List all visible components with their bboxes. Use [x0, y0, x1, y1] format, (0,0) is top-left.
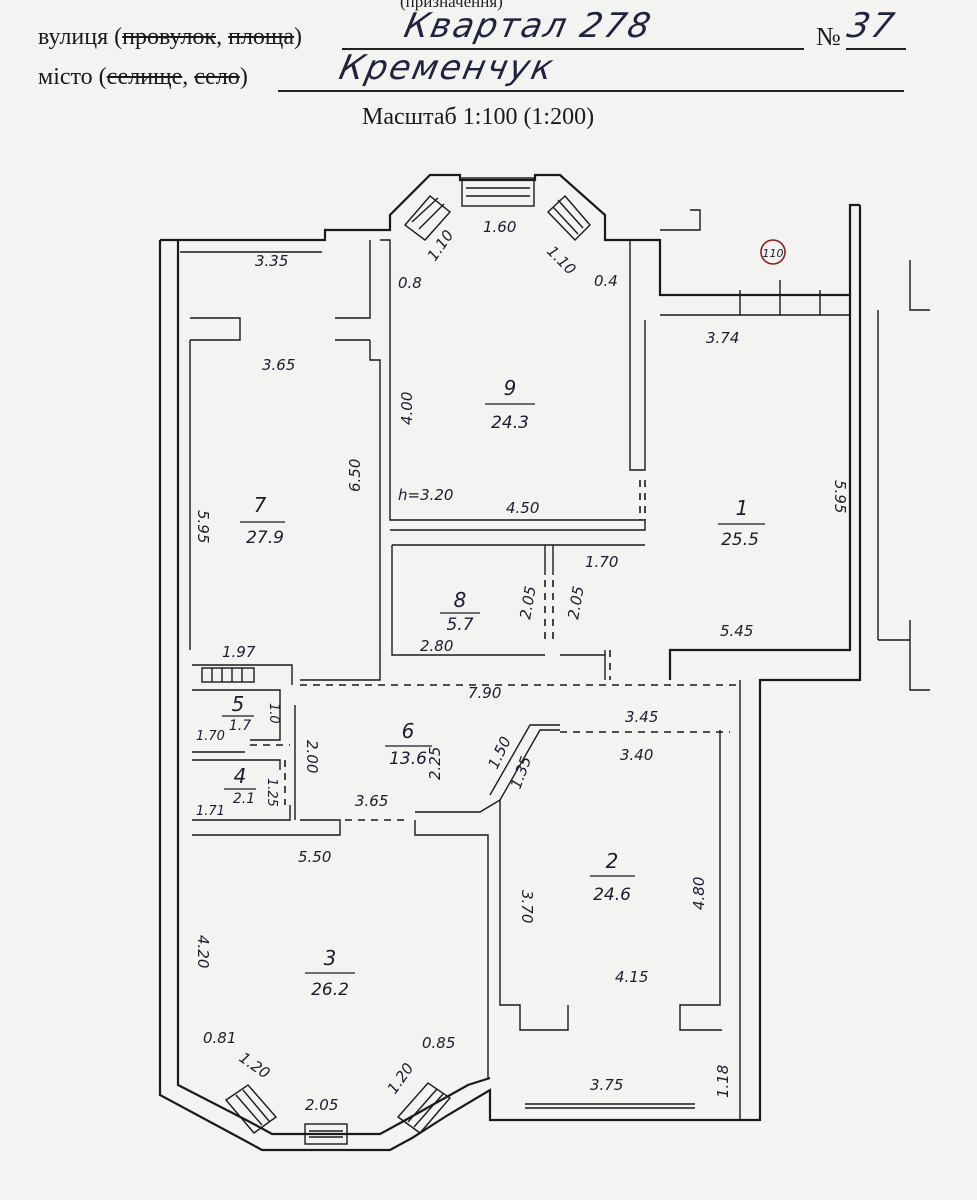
scale-label: Масштаб 1:100 (1:200) [362, 104, 595, 130]
dimension-label: 3.75 [590, 1076, 623, 1094]
dimension-label: 0.85 [422, 1034, 455, 1052]
dimension-label: 3.40 [620, 746, 653, 764]
dimension-label: 1.25 [264, 778, 279, 807]
dimension-label: 1.70 [196, 729, 225, 744]
struck-option: провулок [122, 24, 217, 50]
dimension-label: 1.20 [384, 1060, 418, 1098]
dimension-label: 0.8 [398, 274, 422, 292]
dimension-label: 1.71 [196, 804, 225, 819]
dimension-label: 5.95 [194, 510, 212, 543]
street-underline [342, 48, 804, 50]
number-label: № [816, 22, 841, 51]
room-6-number: 6 [402, 719, 415, 743]
dimension-label: 5.50 [298, 848, 331, 866]
header-caption: (призначення) [400, 0, 503, 11]
dimension-label: 1.10 [543, 242, 579, 278]
dimension-label: 2.05 [516, 585, 540, 621]
dimension-label: h=3.20 [398, 486, 453, 504]
struck-option: площа [228, 24, 295, 50]
dimension-label: 1.20 [236, 1049, 274, 1083]
dimension-label: 3.35 [255, 252, 288, 270]
interior-walls [189, 239, 741, 1120]
dimension-label: 5.45 [720, 622, 753, 640]
dimension-label: 4.80 [690, 877, 708, 910]
room-5-area: 1.7 [229, 718, 251, 734]
window-bay-bottom [224, 1082, 695, 1145]
room-1-number: 1 [736, 496, 749, 520]
dimension-label: 2.05 [564, 585, 588, 621]
dimension-label: 4.15 [615, 968, 648, 986]
street-label: вулиця (провулок, площа) [38, 24, 303, 50]
room-4-area: 2.1 [233, 791, 255, 807]
dimension-label: 5.95 [831, 480, 849, 513]
dimension-label: 7.90 [468, 684, 501, 702]
room-3-area: 26.2 [311, 980, 349, 1000]
room-8-number: 8 [454, 588, 467, 612]
room-2-area: 24.6 [593, 885, 631, 905]
dimension-label: 1.60 [483, 218, 516, 236]
room-8-area: 5.7 [446, 615, 473, 635]
dimension-label: 4.00 [398, 392, 416, 425]
marker-110: 110 [760, 239, 786, 265]
room-6-area: 13.6 [389, 749, 427, 769]
dimension-label: 3.45 [625, 708, 658, 726]
struck-option: село [194, 64, 240, 90]
dimension-label: 2.05 [305, 1096, 338, 1114]
dimension-label: 1.50 [484, 734, 514, 772]
dimension-label: 1.70 [585, 553, 618, 571]
room-9-area: 24.3 [491, 413, 529, 433]
room-2-number: 2 [606, 849, 619, 873]
dimension-label: 1.0 [266, 703, 281, 724]
dimension-label: 4.50 [506, 499, 539, 517]
city-underline [278, 90, 904, 92]
dimension-label: 2.25 [426, 747, 444, 780]
room-7-number: 7 [254, 493, 267, 517]
dimension-label: 1.10 [424, 227, 458, 265]
outer-walls [158, 173, 930, 1152]
number-underline [846, 48, 906, 50]
dimension-label: 0.4 [594, 272, 618, 290]
dimension-label: 4.20 [194, 935, 212, 968]
dimension-label: 3.74 [706, 329, 739, 347]
dimension-label: 3.70 [518, 890, 536, 923]
dimension-label: 1.18 [714, 1065, 732, 1098]
dimension-label: 3.65 [262, 356, 295, 374]
room-1-area: 25.5 [721, 530, 759, 550]
dimension-label: 0.81 [203, 1029, 236, 1047]
room-5-number: 5 [232, 692, 245, 716]
window-bay-top [403, 177, 591, 241]
room-3-number: 3 [324, 946, 337, 970]
dimension-label: 2.80 [420, 637, 453, 655]
city-label: місто (селище, село) [38, 64, 248, 90]
dimension-label: 6.50 [346, 459, 364, 492]
struck-option: селище [106, 64, 183, 90]
room-labels: 9 24.3 7 27.9 1 25.5 8 5.7 5 1.7 6 13.6 … [222, 376, 765, 1000]
dimension-label: 1.97 [222, 643, 256, 661]
dimension-label: 3.65 [355, 792, 388, 810]
room-9-number: 9 [504, 376, 517, 400]
marker-label: 110 [763, 247, 784, 260]
room-4-number: 4 [234, 764, 247, 788]
room-7-area: 27.9 [246, 528, 284, 548]
dimension-label: 2.00 [303, 740, 321, 773]
